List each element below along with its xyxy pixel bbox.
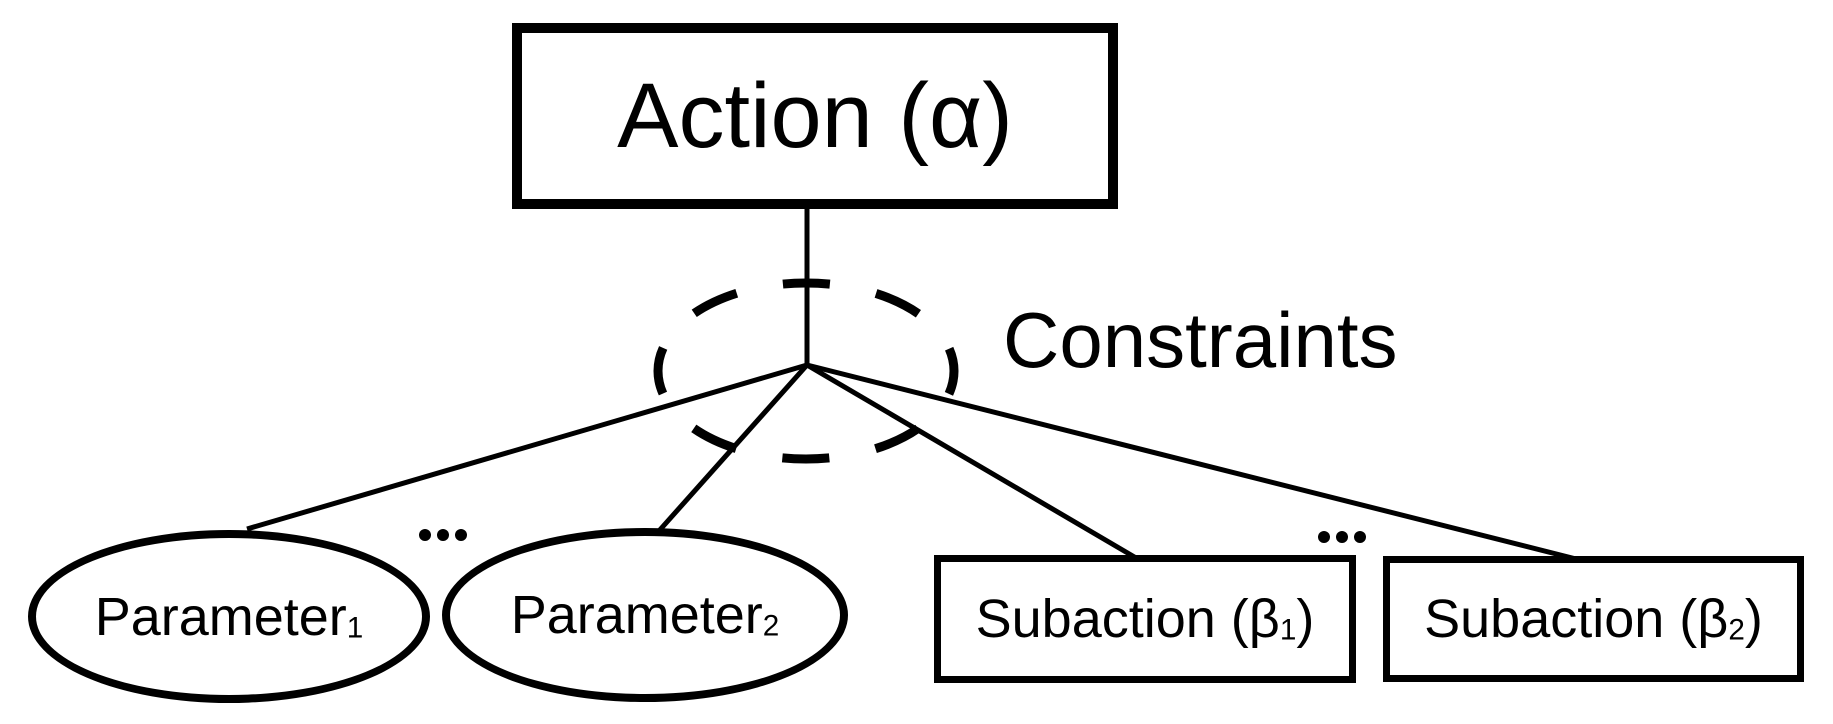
constraints-dashed-circle — [653, 278, 959, 464]
ellipsis-icon — [1318, 531, 1366, 543]
connector-to-parameter-1 — [246, 362, 808, 532]
ellipsis-icon — [419, 529, 467, 541]
connector-to-subaction-1 — [805, 362, 1145, 565]
action-node-label: Action (α) — [617, 64, 1013, 167]
parameter-2-label: Parameter2 — [510, 585, 780, 645]
subaction-1-node: Subaction (β1) — [934, 555, 1356, 683]
ellipsis-dot — [1318, 531, 1330, 543]
constraints-label: Constraints — [1003, 296, 1398, 384]
subaction-2-label: Subaction (β2) — [1424, 589, 1763, 649]
action-node: Action (α) — [512, 23, 1118, 209]
ellipsis-dot — [1354, 531, 1366, 543]
ellipsis-dot — [419, 529, 431, 541]
parameter-1-node: Parameter1 — [28, 530, 430, 703]
parameter-1-label: Parameter1 — [94, 586, 364, 647]
connector-to-subaction-2 — [806, 362, 1589, 565]
subaction-1-label: Subaction (β1) — [975, 589, 1315, 649]
ellipsis-dot — [1336, 531, 1348, 543]
ellipsis-dot — [437, 529, 449, 541]
ellipsis-dot — [455, 529, 467, 541]
subaction-2-node: Subaction (β2) — [1383, 556, 1804, 682]
parameter-2-node: Parameter2 — [442, 528, 848, 702]
